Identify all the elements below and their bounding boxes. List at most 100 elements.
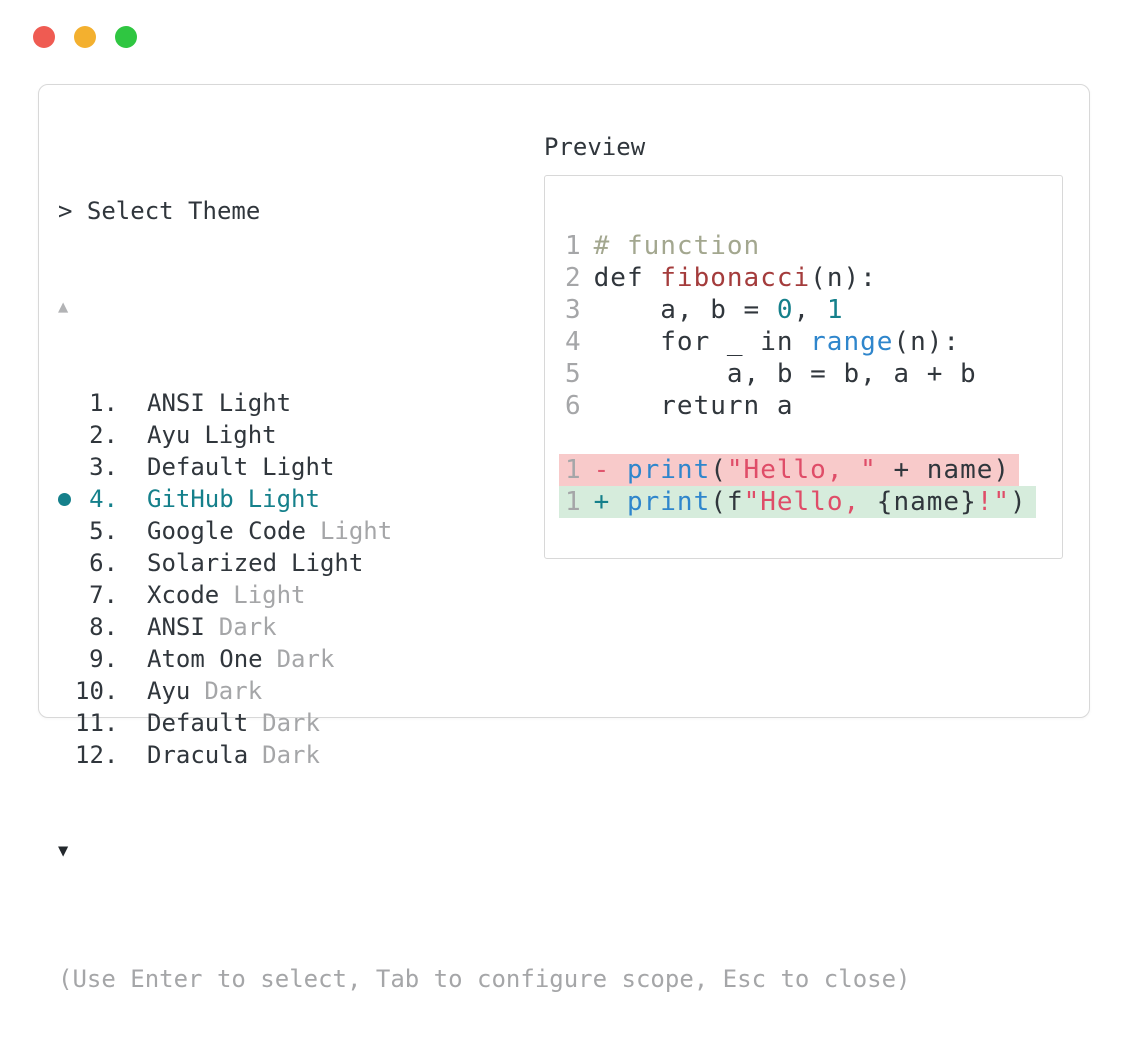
theme-item[interactable]: 1. ANSI Light — [58, 387, 911, 419]
theme-item-number: 2. — [89, 421, 118, 449]
theme-item-number: 7. — [89, 581, 118, 609]
code-token: + name) — [876, 455, 1011, 485]
theme-item-name: Google Code — [147, 517, 306, 545]
code-line: 5 a, b = b, a + b — [565, 358, 1062, 390]
diff-highlight: 1 + print(f"Hello, {name}!") — [559, 486, 1036, 518]
theme-item-name: Dracula — [147, 741, 249, 769]
code-line: 3 a, b = 0, 1 — [565, 294, 1062, 326]
theme-item[interactable]: 6. Solarized Light — [58, 547, 911, 579]
theme-item-number: 6. — [89, 549, 118, 577]
line-number: 5 — [565, 359, 582, 389]
theme-item-number: 4. — [89, 485, 118, 513]
theme-item-variant: Dark — [262, 741, 320, 769]
theme-item[interactable]: 7. Xcode Light — [58, 579, 911, 611]
theme-item-variant: Light — [218, 389, 292, 417]
theme-item-name: ANSI — [147, 613, 205, 641]
theme-item-variant: Dark — [276, 645, 335, 673]
minimize-button[interactable] — [74, 26, 96, 48]
code-token: # function — [593, 231, 761, 261]
code-line — [565, 422, 1062, 454]
code-token: print — [626, 487, 711, 517]
theme-item-name: Ayu — [147, 677, 191, 705]
page-title: > Select Theme — [58, 197, 261, 225]
theme-item[interactable]: 10. Ayu Dark — [58, 675, 911, 707]
theme-item-name: GitHub — [147, 485, 234, 513]
theme-item-variant: Dark — [204, 677, 263, 705]
theme-item[interactable]: 2. Ayu Light — [58, 419, 911, 451]
theme-item-name: Atom One — [147, 645, 263, 673]
code-token: , — [793, 295, 827, 325]
theme-item-variant: Light — [262, 453, 335, 481]
code-token: 0 — [776, 295, 794, 325]
scroll-up-icon[interactable]: ▲ — [58, 297, 69, 317]
theme-item-number: 1. — [89, 389, 118, 417]
theme-item-number: 10. — [75, 677, 119, 705]
code-token: {name} — [876, 487, 977, 517]
zoom-button[interactable] — [115, 26, 137, 48]
theme-item-number: 3. — [89, 453, 118, 481]
theme-item[interactable]: 11. Default Dark — [58, 707, 911, 739]
code-token: fibonacci — [660, 263, 811, 293]
code-token: ) — [1010, 487, 1027, 517]
code-line: 4 for _ in range(n): — [565, 326, 1062, 358]
code-token: (n): — [893, 327, 961, 357]
close-button[interactable] — [33, 26, 55, 48]
code-token: "Hello, — [743, 487, 877, 517]
theme-item-name: Ayu — [147, 421, 191, 449]
window-controls — [33, 26, 137, 48]
code-token: return a — [593, 391, 794, 421]
line-number: 1 — [565, 455, 582, 485]
code-token: + — [593, 487, 627, 517]
theme-item-number: 8. — [89, 613, 118, 641]
theme-item-name: Solarized — [147, 549, 278, 577]
theme-item[interactable]: 8. ANSI Dark — [58, 611, 911, 643]
theme-item[interactable]: 5. Google Code Light — [58, 515, 911, 547]
line-number: 1 — [565, 231, 582, 261]
theme-item-name: Default — [147, 453, 249, 481]
code-token: (f — [710, 487, 744, 517]
preview-title: Preview — [544, 133, 646, 161]
theme-item-number: 12. — [75, 741, 119, 769]
code-token: def — [593, 263, 661, 293]
theme-item-variant: Light — [291, 549, 364, 577]
theme-item[interactable]: 9. Atom One Dark — [58, 643, 911, 675]
scroll-down-icon[interactable]: ▼ — [58, 841, 69, 861]
line-number: 1 — [565, 487, 582, 517]
theme-item-number: 11. — [75, 709, 119, 737]
theme-item[interactable]: 12. Dracula Dark — [58, 739, 911, 771]
help-text: (Use Enter to select, Tab to configure s… — [58, 965, 911, 993]
code-token: ( — [710, 455, 727, 485]
code-token: a, b = b, a + b — [593, 359, 977, 389]
theme-item-variant: Dark — [218, 613, 277, 641]
diff-added-line: 1 + print(f"Hello, {name}!") — [559, 486, 1062, 518]
code-token: - — [593, 455, 627, 485]
theme-item-variant: Light — [233, 581, 306, 609]
diff-highlight: 1- print("Hello, " + name) — [559, 454, 1020, 486]
theme-item[interactable]: 3. Default Light — [58, 451, 911, 483]
code-token: "Hello, " — [726, 455, 877, 485]
line-number: 2 — [565, 263, 582, 293]
code-token: (n): — [810, 263, 877, 293]
theme-item-number: 9. — [89, 645, 118, 673]
code-token: a, b = — [593, 295, 777, 325]
theme-item-name: Xcode — [147, 581, 220, 609]
theme-item-variant: Light — [204, 421, 277, 449]
line-number: 6 — [565, 391, 582, 421]
theme-item-name: Default — [147, 709, 249, 737]
line-number: 3 — [565, 295, 582, 325]
code-line: 6 return a — [565, 390, 1062, 422]
line-number: 4 — [565, 327, 582, 357]
theme-item-name: ANSI — [147, 389, 205, 417]
code-line: 1 # function — [565, 230, 1062, 262]
code-token: range — [810, 327, 894, 357]
theme-item-number: 5. — [89, 517, 118, 545]
code-token: !" — [976, 487, 1011, 517]
selected-bullet-icon — [58, 493, 71, 506]
code-token: for _ in — [593, 327, 811, 357]
theme-item-variant: Light — [319, 517, 393, 545]
theme-item-variant: Dark — [262, 709, 320, 737]
